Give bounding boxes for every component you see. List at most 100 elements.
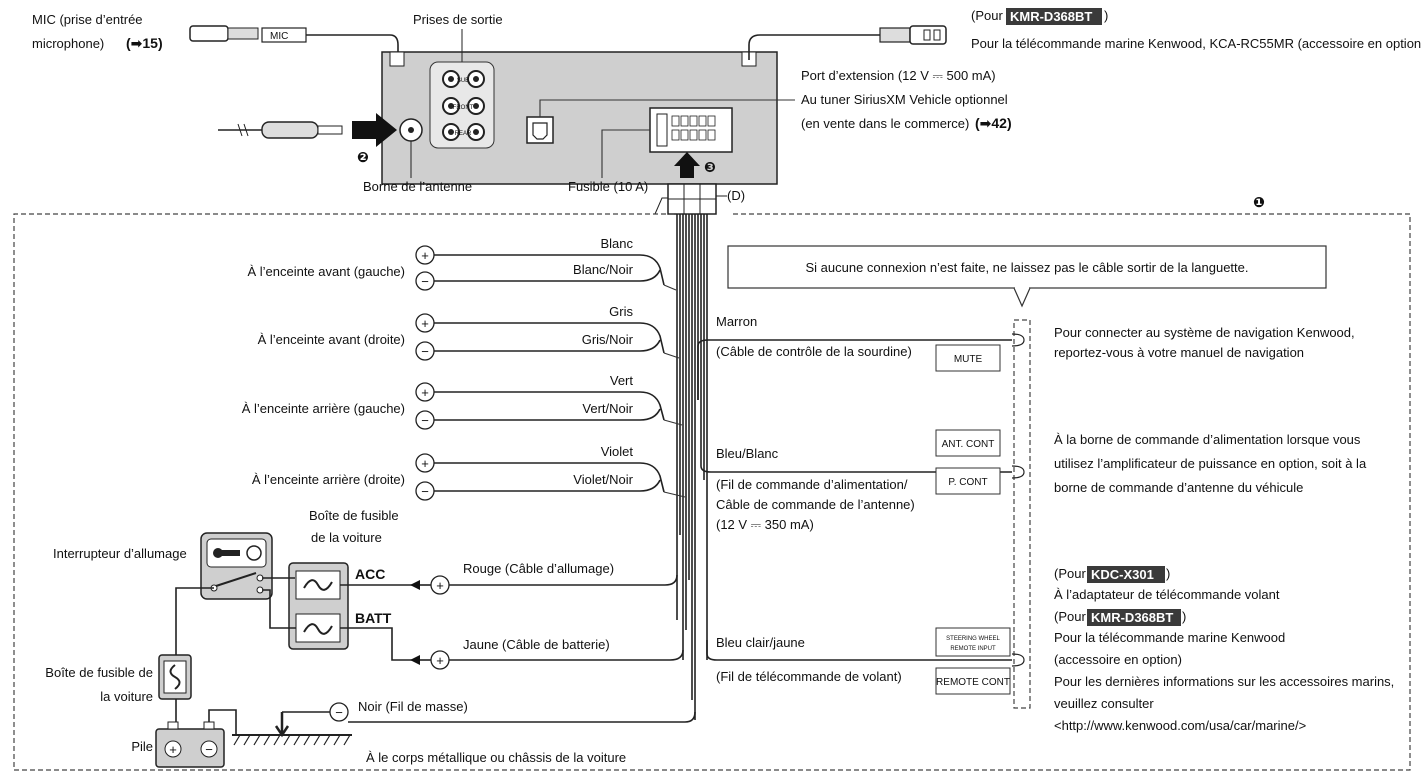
bleu-blanc-desc-line2: Câble de commande de l’antenne) [716, 497, 915, 512]
wire-color-violet-noir: Violet/Noir [573, 472, 633, 487]
mic-label-line2: microphone) [32, 36, 104, 51]
plus-sign: + [421, 316, 429, 331]
yellow-wire [449, 649, 684, 661]
remote-cable [748, 34, 880, 60]
plus-sign: + [421, 385, 429, 400]
marine-url: <http://www.kenwood.com/usa/car/marine/> [1054, 718, 1306, 733]
p-cont-tag [935, 467, 1001, 495]
marine-info-line1: Pour la télécommande marine Kenwood [1054, 630, 1285, 645]
mic-page-ref: (➡15) [126, 35, 163, 51]
jack-label-sub: SUB [457, 78, 469, 84]
battery-minus-sign: − [205, 742, 213, 757]
chassis-label: À le corps métallique ou châssis de la v… [366, 750, 626, 765]
sirius-page-ref: (➡42) [975, 115, 1012, 131]
harness-plug [654, 183, 717, 215]
wire-color-blanc: Blanc [600, 236, 633, 251]
fusebox2-label-line2: la voiture [100, 689, 153, 704]
marine-info-line4: veuillez consulter [1054, 696, 1154, 711]
mute-info-line2: reportez-vous à votre manuel de navigati… [1054, 345, 1304, 360]
remote-model-badge [1006, 8, 1102, 25]
p-cont-tag-label: P. CONT [948, 477, 987, 488]
remote-suffix: ) [1104, 8, 1108, 23]
wire-color-gris: Gris [609, 304, 633, 319]
batt-label: BATT [355, 610, 392, 626]
pour-suffix-2: ) [1182, 609, 1186, 624]
power-info-line3: borne de commande d’antenne du véhicule [1054, 480, 1303, 495]
extension-port-label: Port d’extension (12 V ⎓ 500 mA) [801, 68, 996, 83]
marine-info-line3: Pour les dernières informations sur les … [1054, 674, 1394, 689]
ignition-switch-label: Interrupteur d’allumage [53, 546, 187, 561]
main-harness-bundle [676, 214, 708, 720]
marron-description: (Câble de contrôle de la sourdine) [716, 344, 912, 359]
mic-plug-label: MIC [270, 31, 288, 42]
speaker-rear-right-label: À l’enceinte arrière (droite) [252, 472, 405, 487]
remote-plug-icon [879, 25, 947, 45]
speaker-front-right-minus [415, 341, 435, 361]
sirius-label-line2: (en vente dans le commerce) [801, 116, 969, 131]
mute-info-line1: Pour connecter au système de navigation … [1054, 325, 1355, 340]
bleu-clair-wire [706, 640, 1012, 661]
plus-sign: + [421, 456, 429, 471]
mute-tag [935, 344, 1001, 372]
batt-wire [340, 627, 420, 661]
antenna-plug-icon [218, 121, 343, 139]
model2-text: KMR-D368BT [1091, 610, 1173, 625]
ignition-batt-wire [262, 589, 296, 629]
steering-tag-line1: STEERING WHEEL [946, 636, 1000, 642]
battery-plus-sign: + [169, 742, 177, 757]
battery-label: Pile [131, 739, 153, 754]
speaker-front-left-label: À l’enceinte avant (gauche) [247, 264, 405, 279]
black-ground-wire [348, 711, 696, 723]
speaker-rear-left-plus [415, 382, 435, 402]
speaker-front-right-plus [415, 313, 435, 333]
step-2-marker: ❷ [357, 149, 369, 165]
battery-icon [155, 721, 225, 768]
mic-plug-icon [189, 25, 307, 43]
model1-text: KDC-X301 [1091, 567, 1154, 582]
remote-prefix: (Pour [971, 8, 1003, 23]
wire-color-blanc-noir: Blanc/Noir [573, 262, 634, 277]
bleu-clair-description: (Fil de télécommande de volant) [716, 669, 902, 684]
bleu-clair-label: Bleu clair/jaune [716, 635, 805, 650]
fusebox2-label-line1: Boîte de fusible de [45, 665, 153, 680]
wire-color-vert: Vert [610, 373, 634, 388]
model1-badge [1087, 566, 1165, 583]
ground-minus-terminal [329, 702, 349, 722]
steering-wheel-tag [935, 627, 1011, 657]
bleu-blanc-wire [700, 440, 1012, 473]
marron-label: Marron [716, 314, 757, 329]
step-3-marker: ❸ [704, 159, 716, 175]
jack-label-front: FRONT [453, 105, 474, 111]
minus-sign: − [421, 344, 429, 359]
pour-prefix-1: (Pour [1054, 566, 1086, 581]
wire-color-violet: Violet [601, 444, 634, 459]
speaker-rear-right-plus [415, 453, 435, 473]
note-text: Si aucune connexion n’est faite, ne lais… [806, 260, 1249, 275]
jack-label-rear: REAR [455, 131, 472, 137]
red-wire [449, 574, 678, 586]
rca-jacks [442, 70, 485, 141]
red-wire-label: Rouge (Câble d’allumage) [463, 561, 614, 576]
ignition-ground-wire [175, 587, 214, 655]
wire-color-gris-noir: Gris/Noir [582, 332, 634, 347]
mic-cable [306, 34, 399, 60]
marron-wire [697, 339, 1012, 400]
mic-port [389, 51, 405, 67]
speaker-front-right-label: À l’enceinte avant (droite) [258, 332, 405, 347]
chassis-ground-icon [232, 734, 352, 746]
plus-sign: + [436, 578, 444, 593]
remote-description: Pour la télécommande marine Kenwood, KCA… [971, 36, 1421, 51]
remote-model-text: KMR-D368BT [1010, 9, 1092, 24]
bleu-blanc-desc-line1: (Fil de commande d’alimentation/ [716, 477, 908, 492]
ant-cont-tag-label: ANT. CONT [942, 439, 995, 450]
connector-d-label: (D) [727, 188, 745, 203]
bleu-blanc-desc-line3: (12 V ⎓ 350 mA) [716, 517, 814, 532]
minus-sign: − [335, 705, 343, 720]
fuse-leader [601, 129, 650, 178]
fusebox-label-line2: de la voiture [311, 530, 382, 545]
pour-prefix-2: (Pour [1054, 609, 1086, 624]
fusebox-icon [288, 562, 349, 650]
model2-badge [1087, 609, 1181, 626]
